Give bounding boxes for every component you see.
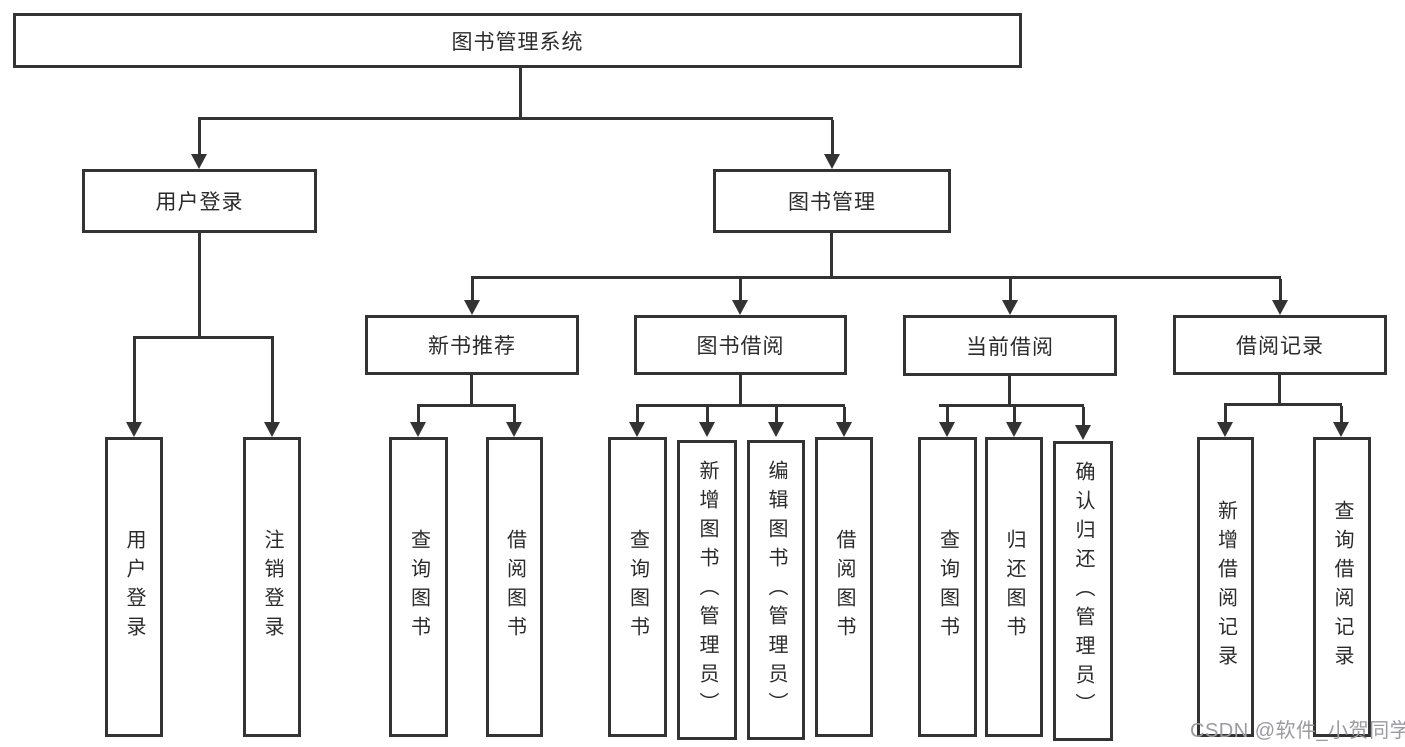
arrow-to-leaf-edit-book-admin (768, 407, 784, 437)
connector-borrow-records-split (1224, 403, 1342, 406)
leaf-return-book-label: 归还图书 (1003, 529, 1025, 645)
node-borrow-records: 借阅记录 (1173, 315, 1387, 375)
leaf-add-borrow-record-label: 新增借阅记录 (1214, 500, 1237, 674)
connector-current-borrow-split (939, 404, 1084, 407)
leaf-query-book-recommend: 查询图书 (389, 437, 448, 737)
connector-new-book-recommend-split (417, 404, 516, 407)
connector-user-login-split (133, 336, 274, 339)
node-new-book-recommend-label: 新书推荐 (428, 335, 516, 358)
connector-root-stub (519, 68, 522, 120)
leaf-logout-label: 注销登录 (261, 529, 283, 645)
leaf-edit-book-admin-label: 编辑图书（管理员） (765, 459, 787, 721)
node-borrow-records-label: 借阅记录 (1236, 335, 1324, 358)
leaf-user-login-label: 用户登录 (123, 529, 145, 645)
arrow-to-leaf-borrow-book (836, 407, 852, 437)
connector-root-split (198, 117, 833, 120)
node-current-borrow: 当前借阅 (903, 315, 1117, 376)
leaf-query-book-recommend-label: 查询图书 (407, 529, 430, 645)
arrow-to-current-borrow (1002, 279, 1018, 315)
arrow-to-leaf-query-book-borrow (629, 407, 645, 437)
node-book-borrow-label: 图书借阅 (696, 335, 785, 358)
arrow-to-book-management (824, 120, 840, 169)
connector-new-book-recommend-stub (470, 375, 473, 407)
arrow-to-leaf-query-book-recommend (410, 407, 426, 437)
csdn-watermark: CSDN @软件_小贺同学 (1190, 720, 1405, 742)
arrow-to-user-login (191, 120, 207, 169)
arrow-to-leaf-add-book-admin (699, 407, 715, 437)
connector-user-login-stub (198, 233, 201, 339)
connector-book-borrow-split (636, 404, 845, 407)
node-root-label: 图书管理系统 (451, 30, 584, 54)
leaf-borrow-book-label: 借阅图书 (833, 529, 855, 645)
arrow-to-leaf-return-book (1006, 407, 1022, 437)
leaf-query-borrow-record-label: 查询借阅记录 (1331, 500, 1353, 674)
leaf-logout: 注销登录 (243, 437, 301, 737)
arrow-to-new-book-recommend (464, 279, 480, 315)
leaf-query-book-borrow-label: 查询图书 (626, 529, 649, 645)
connector-current-borrow-stub (1008, 376, 1011, 407)
arrow-to-leaf-query-book-current (939, 407, 955, 437)
arrow-to-leaf-logout (264, 339, 280, 437)
leaf-query-book-borrow: 查询图书 (608, 437, 667, 737)
leaf-add-book-admin-label: 新增图书（管理员） (696, 459, 718, 721)
leaf-confirm-return-admin: 确认归还（管理员） (1053, 441, 1113, 741)
arrow-to-leaf-confirm-return-admin (1075, 407, 1091, 440)
leaf-add-book-admin: 新增图书（管理员） (677, 440, 737, 740)
leaf-borrow-book-recommend-label: 借阅图书 (503, 529, 526, 645)
leaf-borrow-book: 借阅图书 (815, 437, 873, 737)
arrow-to-borrow-records (1272, 279, 1288, 315)
leaf-add-borrow-record: 新增借阅记录 (1197, 437, 1254, 737)
arrow-to-leaf-query-borrow-record (1333, 406, 1349, 437)
leaf-confirm-return-admin-label: 确认归还（管理员） (1072, 460, 1094, 722)
leaf-query-borrow-record: 查询借阅记录 (1313, 437, 1371, 737)
connector-level3-split (471, 276, 1281, 279)
arrow-to-book-borrow (732, 279, 748, 315)
leaf-edit-book-admin: 编辑图书（管理员） (747, 440, 805, 740)
node-new-book-recommend: 新书推荐 (365, 315, 579, 375)
node-book-borrow: 图书借阅 (634, 315, 847, 375)
leaf-borrow-book-recommend: 借阅图书 (486, 437, 543, 737)
arrow-to-leaf-add-borrow-record (1217, 406, 1233, 437)
node-book-management-label: 图书管理 (788, 191, 876, 214)
connector-book-borrow-stub (739, 375, 742, 407)
node-book-management: 图书管理 (713, 169, 951, 233)
leaf-query-book-current: 查询图书 (918, 437, 977, 737)
arrow-to-leaf-user-login (126, 339, 142, 437)
connector-borrow-records-stub (1278, 375, 1281, 406)
node-root: 图书管理系统 (13, 13, 1022, 68)
leaf-user-login: 用户登录 (105, 437, 163, 737)
arrow-to-leaf-borrow-book-recommend (506, 407, 522, 437)
connector-book-management-stub (830, 233, 833, 279)
leaf-query-book-current-label: 查询图书 (936, 529, 959, 645)
leaf-return-book: 归还图书 (985, 437, 1043, 737)
node-user-login-label: 用户登录 (155, 191, 244, 214)
node-current-borrow-label: 当前借阅 (966, 335, 1054, 359)
node-user-login: 用户登录 (82, 169, 317, 233)
